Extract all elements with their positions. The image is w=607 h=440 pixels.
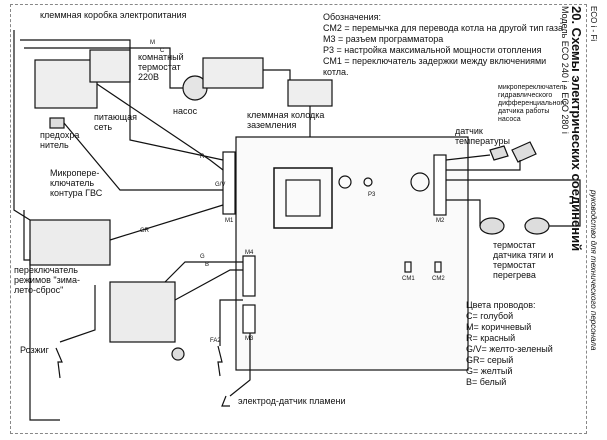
connector-m2	[433, 154, 447, 216]
board-code-tag: P3	[368, 192, 376, 198]
wire-pressure-switch	[446, 160, 521, 171]
color-item: G= желтый	[466, 366, 513, 376]
wire-overheat	[446, 179, 581, 227]
abbreviation-legend: Обозначения: СМ2 = перемычка для перевод…	[323, 12, 568, 78]
potentiometer-p2	[410, 172, 430, 192]
legend-item: СМ1 = переключатель задержки между включ…	[323, 56, 547, 77]
board-code-tag: M3	[245, 336, 254, 342]
junction-box	[34, 59, 98, 109]
ground-block-label: клеммная колодка заземления	[247, 110, 325, 130]
wire-valve-m4	[174, 269, 243, 301]
board-code-tag: CM1	[402, 276, 415, 282]
wire-code-tag: G/V	[215, 182, 225, 188]
color-item: GR= серый	[466, 355, 514, 365]
terminal-strip	[89, 49, 131, 83]
jumper-cm2	[434, 261, 442, 273]
legend-item: Р3 = настройка максимальной мощности ото…	[323, 45, 542, 55]
temp-sensor-label: датчик температуры	[455, 126, 511, 146]
board-code-tag: M4	[245, 250, 254, 256]
wire-code-tag: M	[150, 40, 155, 46]
board-code-tag: FA2	[210, 338, 221, 344]
fuse-label: предохра нитель	[40, 130, 80, 150]
overheat-thermostat	[524, 217, 550, 235]
wire-code-tag: C	[160, 48, 165, 54]
mains-label: питающая сеть	[94, 112, 137, 132]
wire-color-legend: Цвета проводов: C= голубой M= коричневый…	[466, 300, 566, 388]
board-code-tag: CM2	[432, 276, 445, 282]
wire-pump	[24, 47, 183, 89]
thermostats-label: термостат датчика тяги и термостат перег…	[493, 240, 554, 280]
wire-code-tag: G	[200, 254, 205, 260]
pressure-switch-label: микропереключатель гидравлического диффе…	[498, 84, 568, 123]
temperature-sensor	[489, 145, 509, 161]
legend-item: СМ2 = перемычка для перевода котла на др…	[323, 23, 563, 33]
color-item: G/V= желто-зеленый	[466, 344, 553, 354]
valve-coil	[171, 347, 185, 361]
potentiometer-p3	[363, 177, 373, 187]
jumper-cm1	[404, 261, 412, 273]
wire-code-tag: B	[205, 262, 209, 268]
ignition-label: Розжиг	[20, 345, 49, 355]
brand-label: ECO i - Fi	[589, 6, 598, 42]
legend-title: Обозначения:	[323, 12, 382, 22]
wire-lower-ground	[29, 250, 60, 421]
wire-pump-ground	[263, 69, 291, 80]
mode-switch-label: переключатель режимов "зима- лето-сброс"	[14, 265, 80, 295]
section-title: 20. Схемы электрических соединений	[569, 6, 584, 252]
wire-valve-m4-b	[164, 261, 243, 283]
pressure-microswitch	[511, 141, 537, 163]
fa2-electrode	[217, 345, 223, 377]
wire-fuse-board	[96, 83, 224, 171]
legend-item: М3 = разъем программатора	[323, 34, 444, 44]
manual-label: руководство для технического персонала	[589, 190, 598, 351]
ignition-electrode	[55, 347, 63, 379]
pump-head	[202, 57, 264, 89]
wire-flue	[446, 199, 481, 226]
wire-code-tag: GR	[140, 228, 150, 234]
wire-ignition	[59, 285, 96, 343]
wire-mode-board	[109, 204, 224, 241]
connector-m3	[242, 304, 256, 334]
potentiometer-p1	[338, 175, 352, 189]
gas-valve	[109, 281, 176, 343]
room-thermostat-label: комнатный термостат 220В	[138, 52, 184, 82]
dhw-microswitch-label: Микропере- ключатель контура ГВС	[50, 168, 103, 198]
color-item: C= голубой	[466, 311, 514, 321]
transformer-core	[285, 179, 321, 217]
wire-mode-return	[23, 210, 30, 261]
board-code-tag: M1	[225, 218, 234, 224]
wire-left-bus	[13, 30, 31, 221]
board-transformer	[273, 167, 333, 229]
color-item: R= красный	[466, 333, 516, 343]
ground-terminal-block	[287, 79, 333, 107]
mode-switch	[29, 219, 111, 266]
wire-code-tag: R	[200, 154, 205, 160]
control-board	[235, 136, 469, 371]
fuse	[49, 117, 65, 129]
color-item: B= белый	[466, 377, 507, 387]
wire-mains-m	[20, 39, 224, 161]
connector-m4	[242, 255, 256, 297]
connector-m1	[222, 151, 236, 215]
color-item: M= коричневый	[466, 322, 532, 332]
flue-thermostat	[479, 217, 505, 235]
wire-fa2	[219, 299, 243, 346]
wire-dhw	[63, 122, 223, 191]
junction-box-label: клеммная коробка электропитания	[40, 10, 187, 20]
flame-electrode	[221, 395, 230, 407]
flame-electrode-label: электрод-датчик пламени	[238, 396, 346, 406]
pump-label: насос	[173, 106, 198, 116]
board-code-tag: M2	[436, 218, 445, 224]
color-legend-title: Цвета проводов:	[466, 300, 536, 310]
wire-temp-sensor	[445, 154, 491, 161]
wire-flame-electrode	[229, 333, 251, 397]
